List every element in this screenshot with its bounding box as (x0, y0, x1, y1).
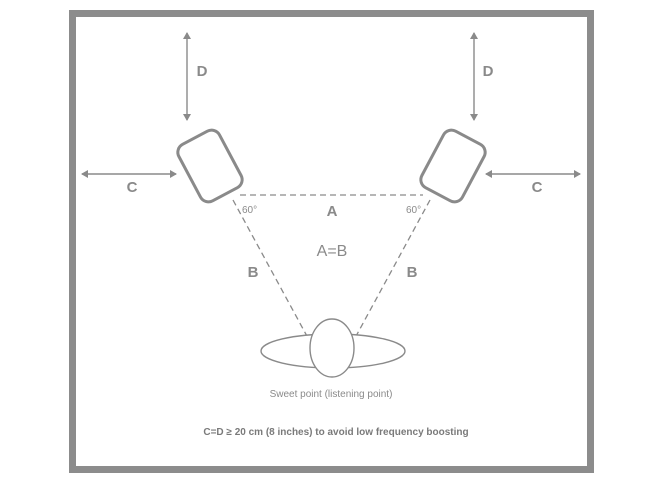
listening-triangle (232, 194, 431, 339)
angle-left: 60° (242, 205, 257, 216)
label-a: A (327, 203, 338, 220)
equation-label: A=B (317, 243, 348, 260)
right-speaker-icon (419, 128, 487, 204)
left-speaker-icon (176, 128, 244, 204)
room-frame (69, 10, 594, 473)
label-c-left: C (127, 179, 138, 196)
side-b-right-line (354, 199, 431, 339)
label-b-left: B (248, 264, 259, 281)
listener-head-icon (260, 318, 406, 378)
distance-note: C=D ≥ 20 cm (8 inches) to avoid low freq… (203, 427, 468, 438)
angle-right: 60° (406, 205, 421, 216)
sweet-point-label: Sweet point (listening point) (270, 389, 393, 400)
label-b-right: B (407, 264, 418, 281)
side-b-left-line (232, 199, 309, 339)
label-d-right: D (483, 63, 494, 80)
label-c-right: C (532, 179, 543, 196)
label-d-left: D (197, 63, 208, 80)
listener-head (309, 318, 355, 378)
